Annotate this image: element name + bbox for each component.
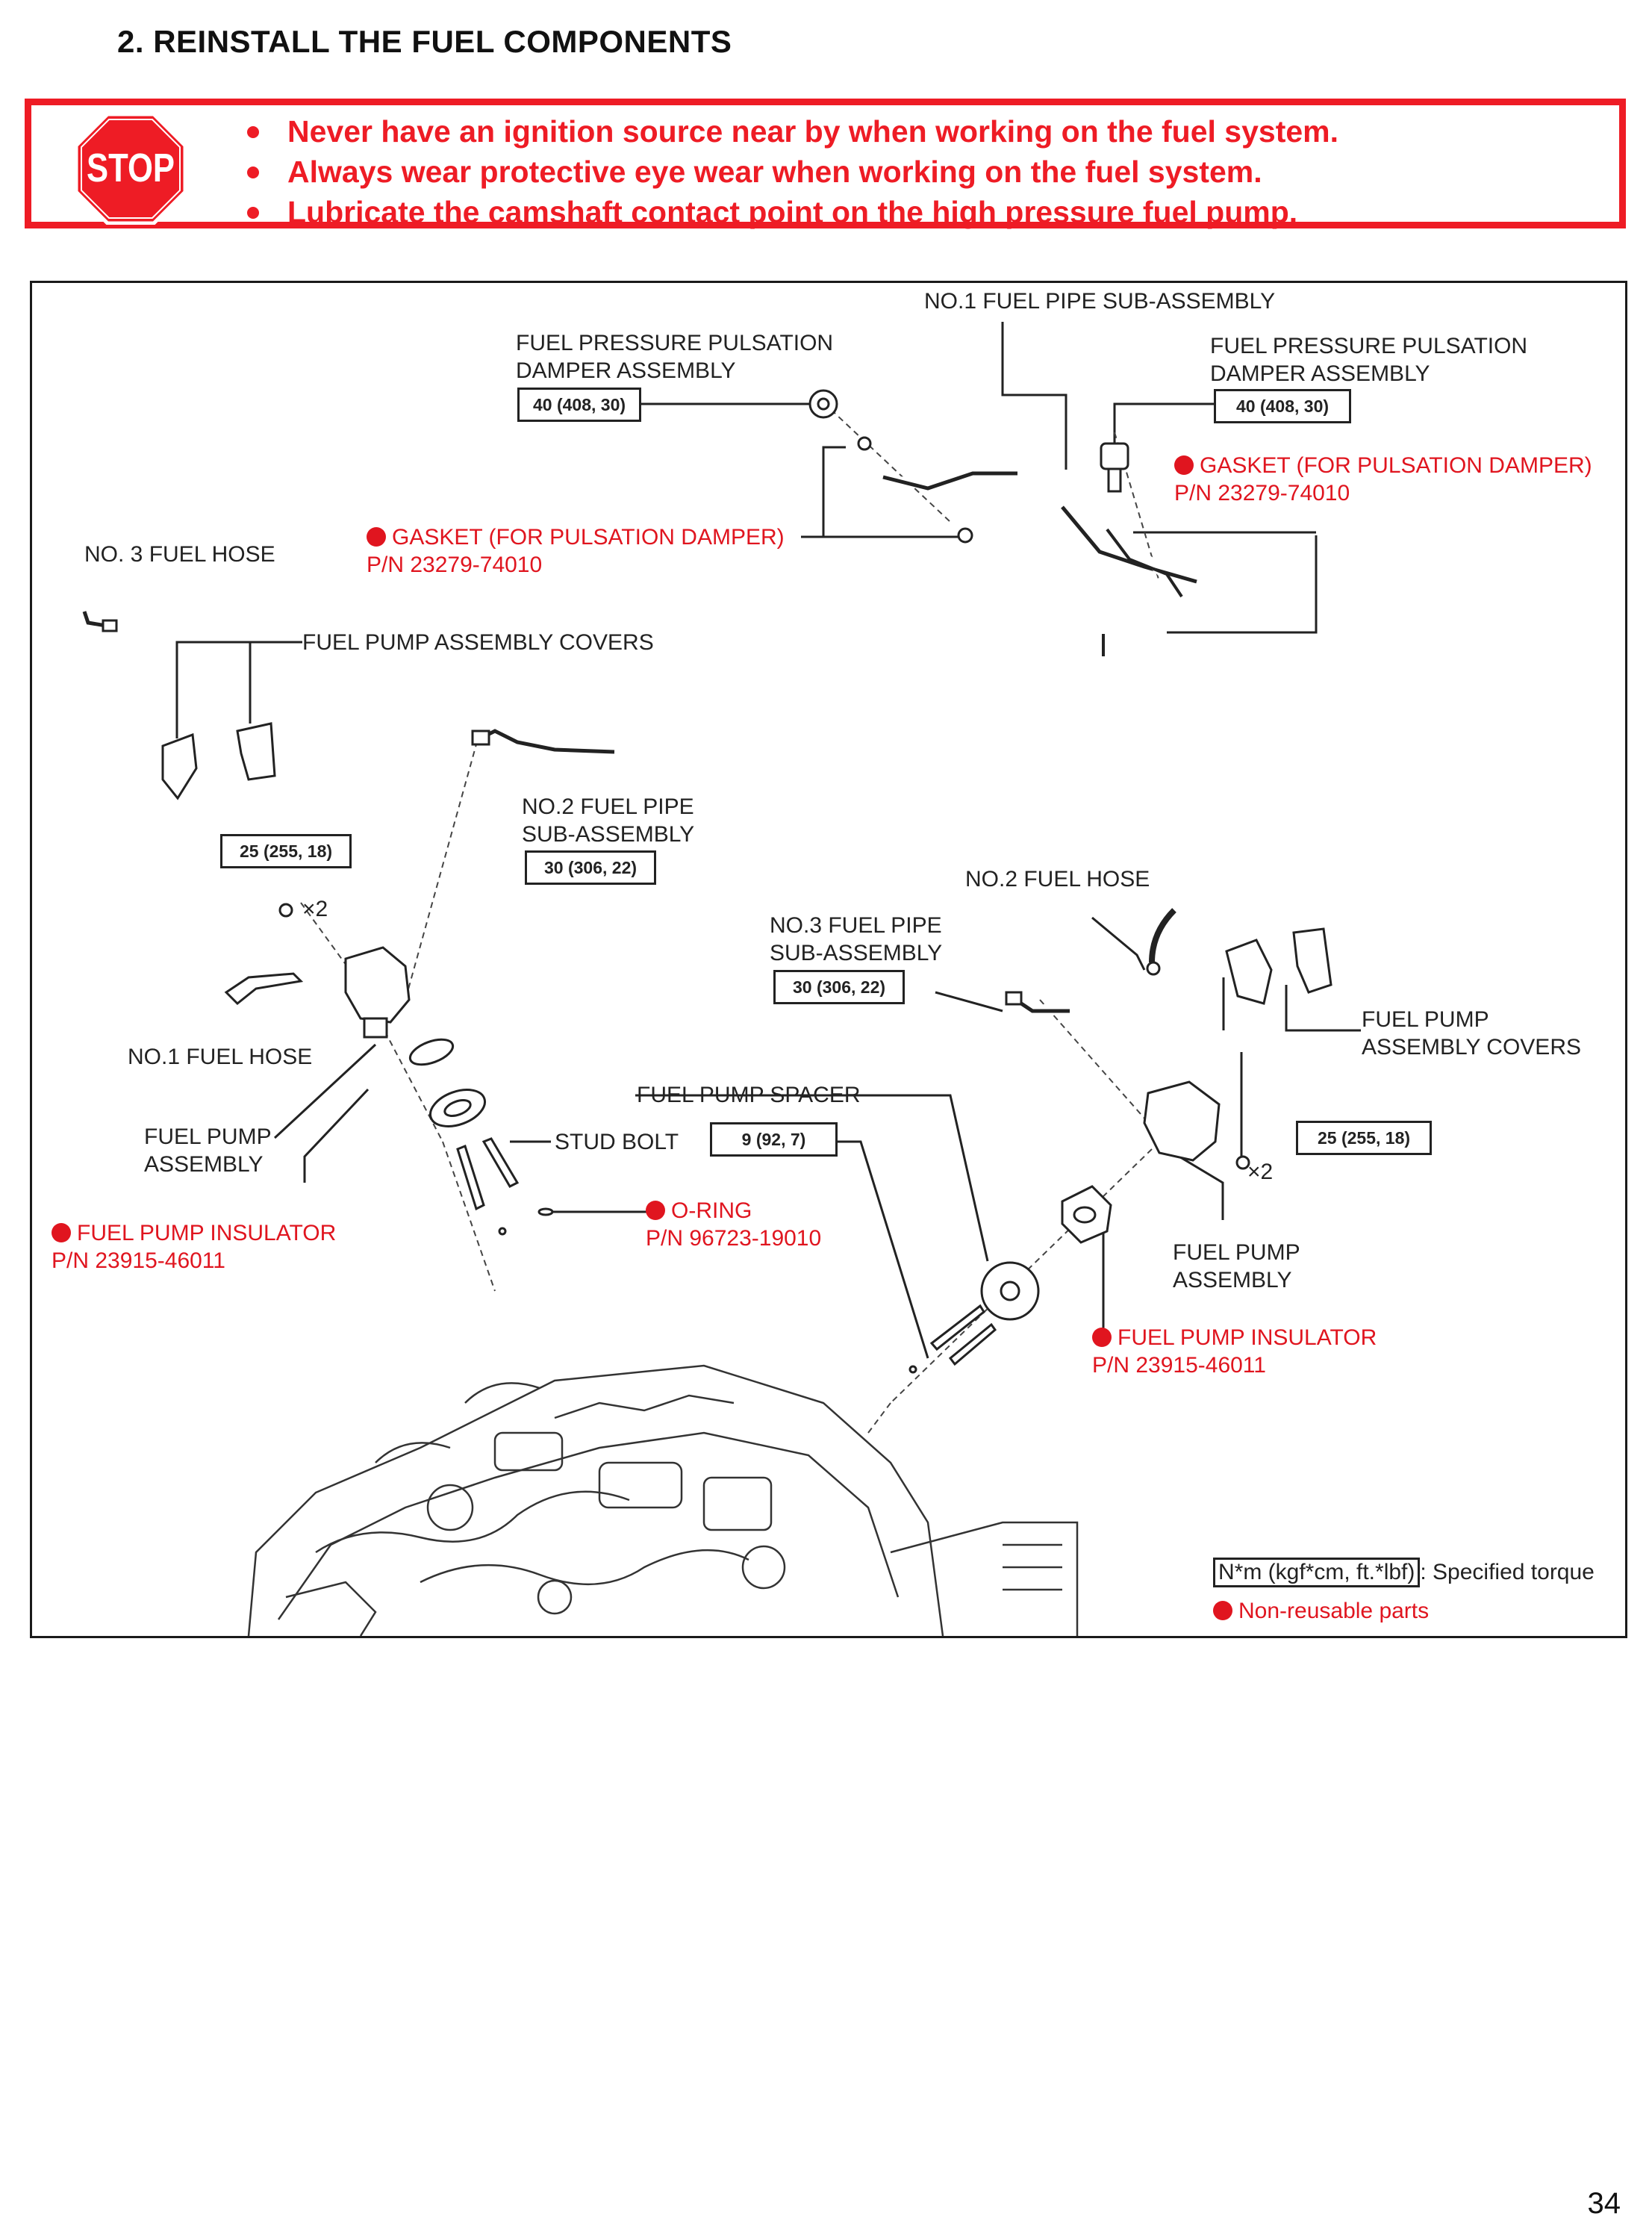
no1-fuel-pipe-icon xyxy=(882,471,1017,491)
label-damper-right: FUEL PRESSURE PULSATION DAMPER ASSEMBLY xyxy=(1210,334,1528,386)
label-insulator-left: FUEL PUMP INSULATOR P/N 23915-46011 xyxy=(52,1221,337,1273)
cover-left-b-icon xyxy=(236,722,276,781)
torque-stud-bolt: 9 (92, 7) xyxy=(710,1122,838,1157)
no1-fuel-hose-icon xyxy=(224,972,304,1006)
nonreusable-dot-icon xyxy=(1213,1601,1232,1620)
legend-torque-text: : Specified torque xyxy=(1420,1560,1595,1584)
warning-list: Never have an ignition source near by wh… xyxy=(244,111,1338,232)
torque-no2-fuel-pipe: 30 (306, 22) xyxy=(525,850,656,885)
cover-right-a-icon xyxy=(1225,939,1273,1005)
bullet-icon xyxy=(247,126,259,138)
nonreusable-dot-icon xyxy=(367,527,386,547)
page-number: 34 xyxy=(1587,2187,1621,2220)
legend-nonreusable: Non-reusable parts xyxy=(1213,1597,1429,1625)
torque-no3-fuel-pipe: 30 (306, 22) xyxy=(773,970,905,1004)
no2-fuel-hose-icon xyxy=(1149,908,1176,963)
torque-damper-left: 40 (408, 30) xyxy=(517,388,641,422)
label-pump-right: FUEL PUMP ASSEMBLY xyxy=(1173,1240,1300,1292)
cover-left-a-icon xyxy=(161,732,198,800)
nut-right-icon xyxy=(1235,1155,1250,1170)
engine-icon xyxy=(247,1364,1079,1636)
label-pump-left: FUEL PUMP ASSEMBLY xyxy=(144,1124,272,1177)
section-heading: 2. REINSTALL THE FUEL COMPONENTS xyxy=(117,24,732,59)
warning-item-text: Lubricate the camshaft contact point on … xyxy=(287,195,1298,229)
leader-no2-hose xyxy=(1091,916,1146,971)
label-no1-fuel-hose: NO.1 FUEL HOSE xyxy=(128,1045,313,1069)
warning-item-text: Always wear protective eye wear when wor… xyxy=(287,155,1262,189)
nut-left-icon xyxy=(278,903,293,918)
label-no3-fuel-hose: NO. 3 FUEL HOSE xyxy=(84,542,275,567)
label-no1-fuel-pipe: NO.1 FUEL PIPE SUB-ASSEMBLY xyxy=(924,289,1276,314)
label-x2-left: ×2 xyxy=(302,897,328,921)
label-gasket-right: GASKET (FOR PULSATION DAMPER) P/N 23279-… xyxy=(1174,453,1592,505)
leader-stud-torque xyxy=(835,1140,929,1359)
leader-insulator-left xyxy=(303,1088,370,1183)
label-no2-fuel-pipe: NO.2 FUEL PIPE SUB-ASSEMBLY xyxy=(522,794,695,847)
bullet-icon xyxy=(247,167,259,178)
warning-item: Lubricate the camshaft contact point on … xyxy=(244,192,1338,232)
stud-bolt-left-icon xyxy=(456,1145,485,1211)
nonreusable-dot-icon xyxy=(1174,455,1194,475)
label-insulator-right: FUEL PUMP INSULATOR P/N 23915-46011 xyxy=(1092,1325,1377,1378)
stop-sign-text: STOP xyxy=(87,146,175,190)
label-x2-right: ×2 xyxy=(1247,1160,1274,1184)
legend-torque: N*m (kgf*cm, ft.*lbf): Specified torque xyxy=(1213,1558,1595,1587)
leader-pump-left xyxy=(273,1043,377,1139)
label-damper-left: FUEL PRESSURE PULSATION DAMPER ASSEMBLY xyxy=(516,331,834,383)
label-fuel-pump-spacer: FUEL PUMP SPACER xyxy=(637,1083,861,1107)
bullet-icon xyxy=(247,207,259,219)
label-o-ring: O-RING P/N 96723-19010 xyxy=(646,1198,822,1251)
label-no2-fuel-hose: NO.2 FUEL HOSE xyxy=(965,867,1150,892)
fuel-components-diagram: NO.1 FUEL PIPE SUB-ASSEMBLY FUEL PRESSUR… xyxy=(30,281,1627,1638)
label-stud-bolt: STUD BOLT xyxy=(555,1130,679,1154)
leader-damper-right xyxy=(1113,402,1215,447)
damper-right-icon xyxy=(1100,442,1129,470)
leader-covers-right xyxy=(1285,985,1361,1032)
label-no3-fuel-pipe: NO.3 FUEL PIPE SUB-ASSEMBLY xyxy=(770,913,943,965)
legend-torque-box: N*m (kgf*cm, ft.*lbf) xyxy=(1213,1558,1421,1587)
cover-right-b-icon xyxy=(1292,927,1332,994)
leader-pump-right xyxy=(1166,1148,1224,1220)
fuel-pump-right-icon xyxy=(1143,1080,1221,1162)
leader-gasket-left xyxy=(801,446,846,538)
leader-covers-left xyxy=(175,641,302,738)
leader-no3-pipe xyxy=(935,991,1003,1012)
stop-sign-icon: STOP xyxy=(75,113,187,225)
torque-damper-right: 40 (408, 30) xyxy=(1214,389,1351,423)
torque-nut-right: 25 (255, 18) xyxy=(1296,1121,1432,1155)
label-gasket-left: GASKET (FOR PULSATION DAMPER) P/N 23279-… xyxy=(367,525,785,577)
warning-item-text: Never have an ignition source near by wh… xyxy=(287,114,1339,149)
fuel-pump-left-icon xyxy=(344,946,411,1024)
stud-bolt-right-icon xyxy=(929,1304,985,1351)
diagram-lines xyxy=(82,322,1361,1636)
leader-gasket-right xyxy=(1167,535,1318,634)
no2-fuel-pipe-icon xyxy=(479,729,615,754)
torque-nut-left: 25 (255, 18) xyxy=(220,834,352,868)
label-covers-right: FUEL PUMP ASSEMBLY COVERS xyxy=(1362,1007,1581,1060)
warning-item: Never have an ignition source near by wh… xyxy=(244,111,1338,152)
nonreusable-dot-icon xyxy=(52,1223,71,1242)
warning-box: STOP Never have an ignition source near … xyxy=(25,99,1626,229)
nonreusable-dot-icon xyxy=(646,1201,665,1220)
nonreusable-dot-icon xyxy=(1092,1328,1112,1347)
leader-spacer xyxy=(635,1094,989,1262)
warning-item: Always wear protective eye wear when wor… xyxy=(244,152,1338,192)
label-covers-left: FUEL PUMP ASSEMBLY COVERS xyxy=(302,630,654,655)
